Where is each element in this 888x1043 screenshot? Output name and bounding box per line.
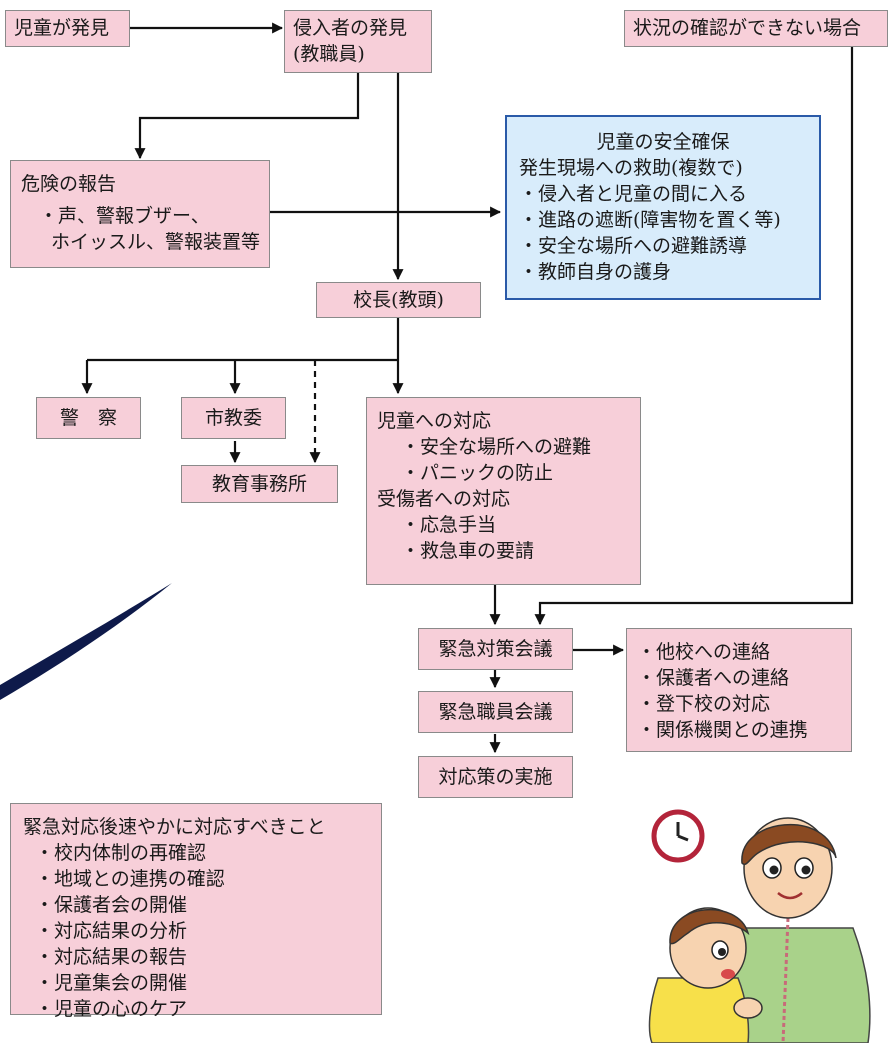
arrow-unconfirmed-to-meeting [534, 45, 854, 626]
implementation-box: 対応策の実施 [418, 756, 573, 798]
danger-report-line-1: ・声、警報ブザー、 [39, 205, 210, 227]
child-safety-line-4: ・安全な場所への避難誘導 [519, 235, 748, 257]
child-response-line-6: ・救急車の要請 [401, 540, 535, 562]
followup-box: 緊急対応後速やかに対応すべきこと ・校内体制の再確認 ・地域との連携の確認 ・保… [10, 803, 382, 1020]
child-response-line-2: ・安全な場所への避難 [401, 436, 592, 458]
unconfirmed-box: 状況の確認ができない場合 [624, 10, 888, 47]
child-found-box: 児童が発見 [5, 10, 130, 47]
intruder-found-line-1: 侵入者の発見 [293, 17, 408, 39]
decorative-swoosh [0, 583, 172, 700]
child-response-line-3: ・パニックの防止 [401, 462, 554, 484]
contacts-line-1: ・他校への連絡 [637, 641, 771, 663]
clock-icon [651, 809, 705, 863]
followup-item-5: ・対応結果の報告 [35, 946, 188, 968]
edu-office-box: 教育事務所 [181, 465, 338, 503]
child-found-label: 児童が発見 [14, 17, 110, 39]
danger-report-line-2: ホイッスル、警報装置等 [51, 231, 261, 253]
child-response-line-5: ・応急手当 [401, 514, 497, 536]
intruder-found-line-2: (教職員) [293, 43, 365, 65]
child-response-box: 児童への対応 ・安全な場所への避難 ・パニックの防止 受傷者への対応 ・応急手当… [366, 397, 641, 585]
child-safety-line-3: ・進路の遮断(障害物を置く等) [519, 209, 781, 231]
followup-item-3: ・保護者会の開催 [35, 894, 188, 916]
emergency-meeting-box: 緊急対策会議 [418, 628, 573, 670]
child-safety-line-1: 発生現場への救助(複数で) [519, 157, 743, 179]
staff-meeting-box: 緊急職員会議 [418, 691, 573, 733]
followup-item-6: ・児童集会の開催 [35, 972, 188, 994]
staff-meeting-label: 緊急職員会議 [438, 701, 553, 723]
contacts-line-2: ・保護者への連絡 [637, 667, 790, 689]
child-safety-box: 児童の安全確保 発生現場への救助(複数で) ・侵入者と児童の間に入る ・進路の遮… [505, 115, 821, 300]
police-label: 警 察 [59, 407, 117, 429]
followup-item-4: ・対応結果の分析 [35, 920, 188, 942]
unconfirmed-label: 状況の確認ができない場合 [633, 17, 862, 39]
danger-report-title: 危険の報告 [21, 173, 117, 195]
edu-office-label: 教育事務所 [211, 473, 307, 495]
contacts-line-4: ・関係機関との連携 [637, 719, 808, 741]
intruder-found-box: 侵入者の発見 (教職員) [284, 10, 432, 73]
implementation-label: 対応策の実施 [438, 766, 553, 788]
danger-report-box: 危険の報告 ・声、警報ブザー、 ホイッスル、警報装置等 [10, 160, 270, 268]
teacher-figure [721, 817, 871, 1043]
city-board-label: 市教委 [204, 407, 262, 429]
followup-item-7: ・児童の心のケア [35, 998, 188, 1020]
contacts-line-3: ・登下校の対応 [637, 693, 771, 715]
child-safety-title: 児童の安全確保 [596, 131, 730, 153]
followup-title: 緊急対応後速やかに対応すべきこと [23, 816, 326, 838]
police-box: 警 察 [36, 397, 141, 439]
principal-label: 校長(教頭) [353, 289, 444, 311]
followup-item-1: ・校内体制の再確認 [35, 842, 207, 864]
city-board-box: 市教委 [181, 397, 286, 439]
child-figure [648, 907, 763, 1043]
emergency-meeting-label: 緊急対策会議 [438, 638, 553, 660]
teacher-child-illustration [648, 809, 871, 1043]
contacts-box: ・他校への連絡 ・保護者への連絡 ・登下校の対応 ・関係機関との連携 [626, 628, 852, 752]
child-safety-line-5: ・教師自身の護身 [519, 261, 672, 283]
child-response-line-4: 受傷者への対応 [377, 488, 511, 510]
principal-box: 校長(教頭) [316, 282, 481, 318]
followup-item-2: ・地域との連携の確認 [35, 868, 225, 890]
child-safety-line-2: ・侵入者と児童の間に入る [519, 183, 748, 205]
child-response-line-1: 児童への対応 [377, 410, 492, 432]
arrow-intruder-to-report [134, 73, 360, 160]
